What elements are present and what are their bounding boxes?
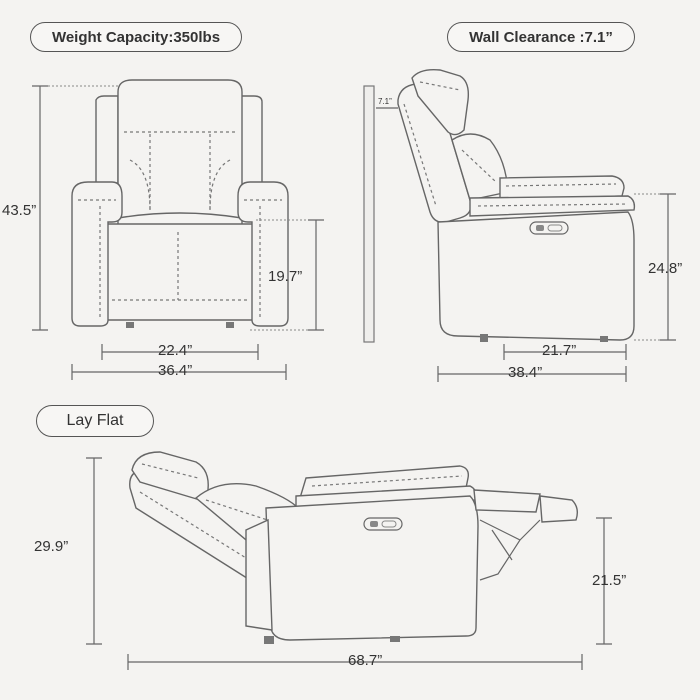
wall-clearance-badge: Wall Clearance :7.1”	[447, 22, 635, 52]
wall-gap-label: 7.1”	[378, 97, 392, 106]
seat-width-label: 22.4”	[158, 342, 193, 359]
seat-depth-label: 21.7”	[542, 342, 577, 359]
overall-width-label: 36.4”	[158, 362, 193, 379]
lay-seat-height-label: 21.5”	[592, 572, 627, 589]
lay-length-label: 68.7”	[348, 652, 383, 669]
arm-height-label: 24.8”	[648, 260, 683, 277]
seat-height-label: 19.7”	[268, 268, 303, 285]
side-view-recliner	[397, 68, 636, 342]
front-view-recliner	[71, 79, 289, 328]
lay-flat-recliner	[129, 451, 579, 644]
lay-flat-dimension-lines	[86, 457, 612, 670]
side-view-dimension-lines	[437, 193, 676, 382]
weight-capacity-badge: Weight Capacity:350lbs	[30, 22, 242, 52]
lay-height-label: 29.9”	[34, 538, 69, 555]
front-view-dimension-lines	[32, 85, 324, 380]
height-total-label: 43.5”	[2, 202, 37, 219]
lay-flat-badge: Lay Flat	[36, 405, 154, 437]
wall-panel	[363, 85, 398, 343]
overall-depth-label: 38.4”	[508, 364, 543, 381]
